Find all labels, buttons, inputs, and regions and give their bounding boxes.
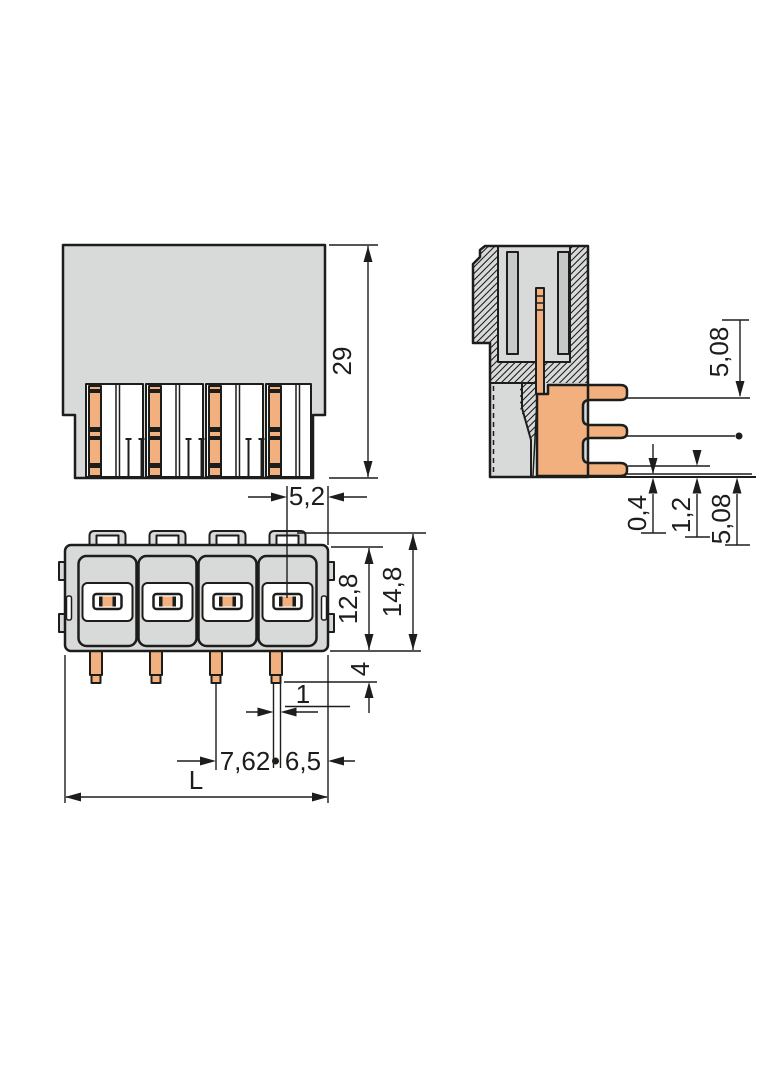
dim-148: 14,8 (297, 532, 426, 650)
dim-52-label: 5,2 (289, 481, 325, 511)
dim-4: 4 (284, 662, 377, 713)
side-housing-outline (471, 244, 590, 479)
side-cavity (497, 246, 571, 363)
side-view: 5,08 0,4 1,2 5,08 (471, 244, 756, 546)
pole-cell (257, 554, 318, 648)
front-pin-forks (125, 438, 265, 477)
dim-04: 0,4 (622, 444, 666, 534)
dim-508-bottom: 5,08 (706, 477, 750, 546)
dim-L: L (64, 655, 328, 803)
dim-29: 29 (327, 244, 378, 479)
dim-128-label: 12,8 (333, 574, 363, 625)
front-channel-lines (115, 385, 301, 477)
dim-148-label: 14,8 (377, 567, 407, 618)
side-pin-lines (588, 397, 756, 478)
pin-axis-dot (272, 757, 279, 765)
pole-cell (137, 554, 198, 648)
bottom-pole-cells (77, 554, 318, 648)
dim-29-label: 29 (327, 347, 357, 376)
side-center-pin (535, 287, 545, 395)
pole-cell (197, 554, 258, 648)
dim-508-top: 5,08 (704, 319, 749, 397)
bottom-pins (89, 650, 283, 684)
dim-65-label: 6,5 (285, 746, 321, 776)
dim-508-bottom-label: 5,08 (706, 494, 736, 545)
dim-762-65: 7,62 6,5 (177, 655, 355, 803)
dim-128: 12,8 (331, 546, 383, 650)
bottom-view: 5,2 12,8 14,8 4 1 (58, 481, 426, 803)
dim-L-label: L (189, 765, 203, 795)
dim-52: 5,2 (248, 481, 367, 598)
front-view: 29 (61, 243, 378, 480)
dim-04-label: 0,4 (622, 495, 652, 531)
front-contact-strips (88, 385, 282, 477)
dim-762-label: 7,62 (220, 746, 271, 776)
dim-4-label: 4 (345, 662, 375, 676)
pin-axis-dot (735, 432, 743, 440)
pole-cell (77, 554, 138, 648)
side-contact-block (535, 383, 629, 478)
dim-12-label: 1,2 (666, 497, 696, 533)
dim-1-label: 1 (296, 679, 310, 709)
dim-1: 1 (246, 679, 350, 768)
bottom-edge-slots (65, 595, 328, 621)
dim-12: 1,2 (666, 450, 710, 538)
dim-508-top-label: 5,08 (704, 327, 734, 378)
